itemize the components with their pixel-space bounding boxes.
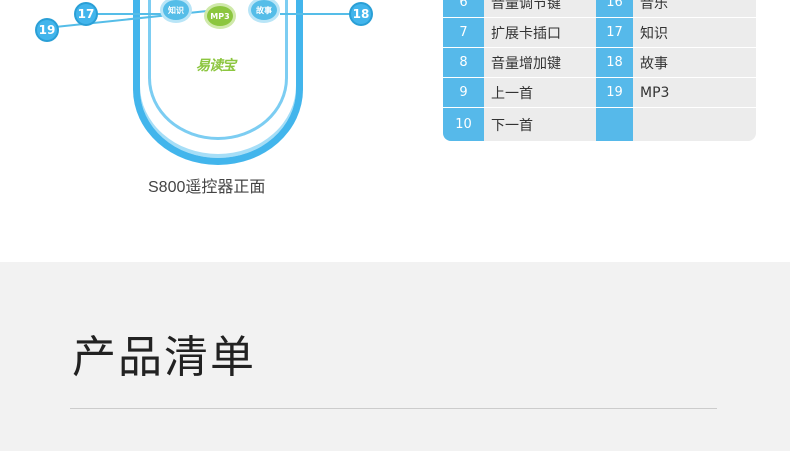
callout-17-label: 17 bbox=[77, 7, 95, 21]
callout-19-label: 19 bbox=[38, 23, 56, 37]
table-row: 6 音量调节键 16 音乐 bbox=[443, 0, 756, 18]
brand-logo: 易读宝 bbox=[196, 58, 236, 74]
row-divider bbox=[443, 17, 756, 18]
section-divider bbox=[70, 408, 717, 409]
remote-caption: S800遥控器正面 bbox=[148, 179, 266, 196]
row-label: 知识 bbox=[640, 25, 668, 42]
mp3-button[interactable]: MP3 bbox=[204, 3, 236, 29]
row-number: 16 bbox=[596, 0, 633, 17]
row-divider bbox=[443, 107, 756, 108]
row-number: 19 bbox=[596, 78, 633, 107]
story-button[interactable]: 故事 bbox=[248, 0, 280, 23]
row-number: 6 bbox=[443, 0, 484, 17]
row-label: 故事 bbox=[640, 55, 668, 72]
row-number bbox=[596, 108, 633, 141]
knowledge-button[interactable]: 知识 bbox=[160, 0, 192, 23]
callout-line-18 bbox=[280, 13, 355, 15]
remote-section: 知识 MP3 故事 17 18 19 易读宝 S800遥控器正面 6 音量调节键… bbox=[0, 0, 756, 200]
row-number: 10 bbox=[443, 108, 484, 141]
callout-17: 17 bbox=[76, 4, 96, 24]
row-number: 18 bbox=[596, 48, 633, 77]
row-label: 上一首 bbox=[491, 85, 533, 102]
table-row: 8 音量增加键 18 故事 bbox=[443, 48, 756, 78]
table-row: 7 扩展卡插口 17 知识 bbox=[443, 18, 756, 48]
remote-illustration: 知识 MP3 故事 17 18 19 易读宝 bbox=[0, 0, 420, 200]
row-label bbox=[634, 108, 756, 141]
row-number: 9 bbox=[443, 78, 484, 107]
mp3-button-label: MP3 bbox=[210, 11, 230, 21]
knowledge-button-label: 知识 bbox=[168, 5, 184, 15]
row-number: 8 bbox=[443, 48, 484, 77]
row-label: 扩展卡插口 bbox=[491, 25, 561, 42]
row-divider bbox=[443, 77, 756, 78]
callout-19: 19 bbox=[37, 20, 57, 40]
story-button-label: 故事 bbox=[256, 5, 272, 15]
row-label: 下一首 bbox=[491, 117, 533, 134]
key-table: 6 音量调节键 16 音乐 7 扩展卡插口 17 知识 8 音量增加键 18 故… bbox=[443, 0, 756, 141]
remote-inner-outline bbox=[148, 0, 288, 140]
section-title: 产品清单 bbox=[72, 332, 256, 383]
table-row: 9 上一首 19 MP3 bbox=[443, 78, 756, 108]
callout-18-label: 18 bbox=[352, 7, 370, 21]
row-number: 7 bbox=[443, 18, 484, 47]
row-label: 音量增加键 bbox=[491, 55, 561, 72]
product-list-section bbox=[0, 262, 790, 451]
row-divider bbox=[443, 47, 756, 48]
row-label: 音量调节键 bbox=[491, 0, 561, 12]
callout-line-17 bbox=[86, 13, 162, 15]
row-number: 17 bbox=[596, 18, 633, 47]
row-label: MP3 bbox=[640, 84, 670, 101]
table-row: 10 下一首 bbox=[443, 108, 756, 141]
row-label: 音乐 bbox=[640, 0, 668, 12]
callout-18: 18 bbox=[351, 4, 371, 24]
